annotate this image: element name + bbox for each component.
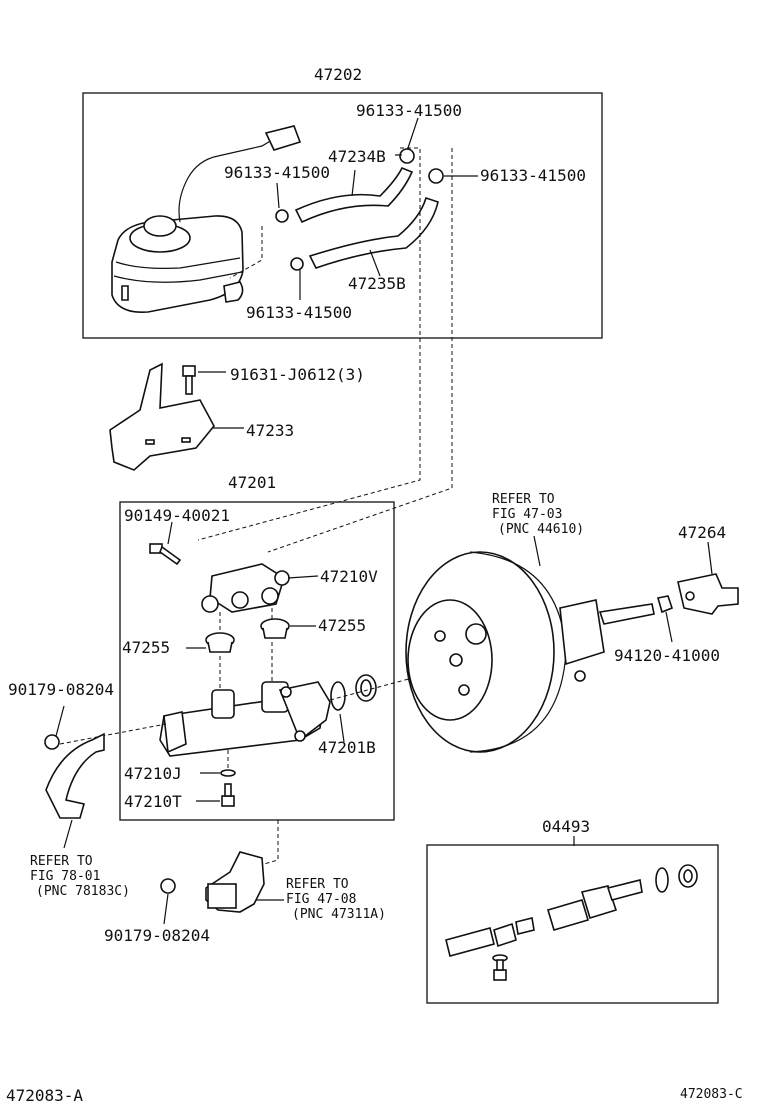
oring <box>330 681 346 711</box>
ref-booster-line1: REFER TO <box>492 492 555 507</box>
kit-group-box <box>426 844 719 1004</box>
ref-valve-line3: (PNC 47311A) <box>292 907 386 922</box>
part-label-bracket-bolt: 91631-J0612(3) <box>230 365 365 384</box>
hose-upper <box>294 166 414 224</box>
brake-booster <box>405 551 655 753</box>
part-label-union: 47210V <box>320 567 378 586</box>
piston-seal <box>355 674 377 702</box>
hose-clamps <box>275 148 444 271</box>
leader <box>665 611 673 643</box>
ref-left-line1: REFER TO <box>30 854 93 869</box>
leader <box>163 893 169 925</box>
hose-lower <box>308 196 439 269</box>
part-label-oring: 47201B <box>318 738 376 757</box>
footer-right-code: 472083-C <box>680 1087 743 1102</box>
group-label-clevis: 47264 <box>678 523 726 542</box>
leader <box>339 713 345 743</box>
part-label-nut-pushrod: 94120-41000 <box>614 646 720 665</box>
nut-left <box>44 734 60 750</box>
group-label-master-cylinder: 47201 <box>228 473 276 492</box>
level-sensor-wire <box>178 125 302 223</box>
ref-left-line3: (PNC 78183C) <box>36 884 130 899</box>
part-label-nut-bottom: 90179-08204 <box>104 926 210 945</box>
ref-booster-line2: FIG 47-03 <box>492 507 562 522</box>
leader <box>369 249 381 277</box>
part-label-grommet-right: 47255 <box>318 616 366 635</box>
leader <box>533 535 541 567</box>
bracket-bolt <box>182 365 196 395</box>
grommet-left <box>205 632 235 653</box>
ref-left-line2: FIG 78-01 <box>30 869 100 884</box>
nut-bottom <box>160 878 176 894</box>
gasket <box>220 769 236 777</box>
hose-guide-line-a <box>197 147 421 541</box>
leader <box>351 169 356 197</box>
ref-valve-line1: REFER TO <box>286 877 349 892</box>
master-cylinder-body <box>159 681 331 757</box>
leader <box>407 117 419 149</box>
guide-line <box>59 723 167 745</box>
hose-guide-line-b <box>267 148 453 553</box>
part-label-gasket: 47210J <box>124 764 182 783</box>
kit-stop-bolt <box>493 959 507 981</box>
pushrod-clevis <box>677 573 739 615</box>
reservoir-group-box <box>82 92 603 339</box>
part-label-grommet-left: 47255 <box>122 638 170 657</box>
valve-bracket <box>205 851 265 913</box>
kit-cup <box>678 864 698 888</box>
reservoir-bracket <box>109 362 215 471</box>
leader <box>707 541 713 575</box>
part-label-hose-lower: 47235B <box>348 274 406 293</box>
footer-left-code: 472083-A <box>6 1086 83 1105</box>
part-label-clamp-bottom: 96133-41500 <box>246 303 352 322</box>
part-label-bracket: 47233 <box>246 421 294 440</box>
side-bracket <box>45 732 105 819</box>
ref-valve-line2: FIG 47-08 <box>286 892 356 907</box>
reservoir-guide-line <box>229 226 263 279</box>
part-label-screw: 90149-40021 <box>124 506 230 525</box>
reservoir-screw <box>149 543 182 566</box>
leader <box>287 575 319 579</box>
group-label-kit: 04493 <box>542 817 590 836</box>
leader <box>63 819 73 849</box>
kit-snap-ring <box>655 867 669 893</box>
part-label-clamp-mid-left: 96133-41500 <box>224 163 330 182</box>
union-fitting <box>201 563 290 613</box>
pushrod-nut <box>656 595 673 614</box>
master-cylinder-group-box <box>119 501 395 821</box>
leader <box>167 521 173 545</box>
group-label-reservoir: 47202 <box>314 65 362 84</box>
part-label-bleeder: 47210T <box>124 792 182 811</box>
leader <box>55 705 65 737</box>
part-label-clamp-right: 96133-41500 <box>480 166 586 185</box>
part-label-hose-upper: 47234B <box>328 147 386 166</box>
bleeder-plug <box>221 783 235 807</box>
ref-booster-line3: (PNC 44610) <box>498 522 584 537</box>
part-label-clamp-top: 96133-41500 <box>356 101 462 120</box>
kit-piston-secondary <box>445 917 535 957</box>
part-label-nut-left: 90179-08204 <box>8 680 114 699</box>
leader <box>276 182 280 209</box>
grommet-right <box>260 618 290 639</box>
kit-piston-primary <box>547 879 643 931</box>
reservoir-tank <box>111 215 244 313</box>
